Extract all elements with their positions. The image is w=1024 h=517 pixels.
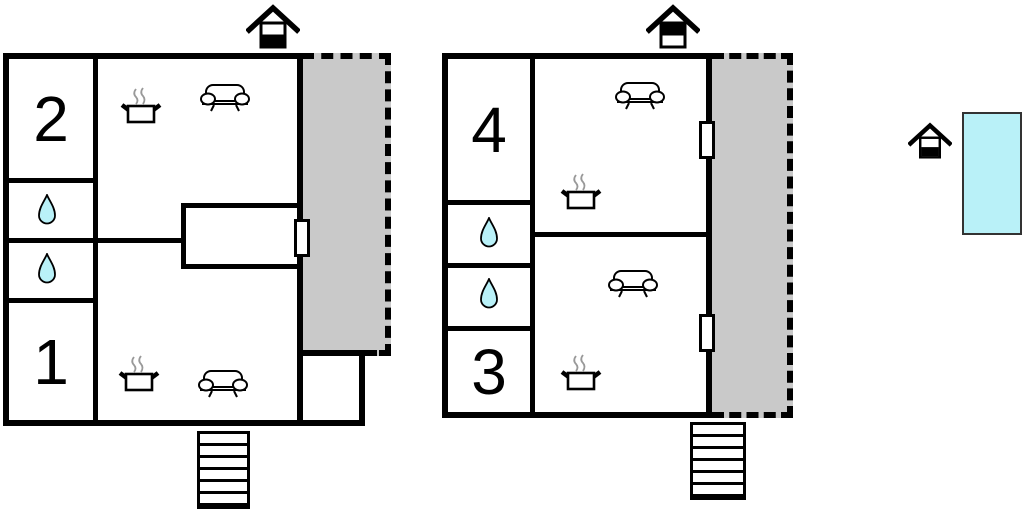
wall: [9, 238, 183, 243]
entrance-ground-icon: [246, 4, 300, 50]
water-drop-icon: [480, 217, 498, 248]
door-icon: [699, 314, 715, 352]
unit-number-label: 1: [33, 325, 69, 398]
wall: [181, 203, 186, 269]
unit-number-label: 4: [471, 94, 507, 166]
wall: [9, 178, 93, 183]
water-drop-icon: [38, 194, 56, 225]
stairs-icon: [197, 431, 250, 509]
sofa-icon: [198, 370, 248, 398]
door-icon: [699, 121, 715, 159]
kitchen-pot-icon: [559, 172, 603, 216]
wall: [9, 298, 93, 303]
wall: [297, 350, 377, 356]
unit-number-label: 3: [471, 335, 507, 408]
kitchen-pot-icon: [559, 353, 603, 397]
sofa-icon: [200, 84, 250, 112]
stairs-icon: [690, 422, 746, 500]
wall: [530, 232, 712, 237]
wall: [448, 263, 530, 268]
entrance-ground-icon: [908, 121, 952, 161]
wall: [448, 200, 530, 205]
swimming-pool: [962, 112, 1022, 235]
water-drop-icon: [38, 253, 56, 284]
wall: [303, 420, 365, 426]
terrace-area-left: [302, 53, 391, 356]
door-icon: [294, 219, 310, 257]
wall: [181, 203, 303, 208]
kitchen-pot-icon: [117, 354, 161, 398]
sofa-icon: [615, 82, 665, 110]
wall: [181, 264, 303, 269]
terrace-area-right: [712, 53, 793, 418]
sofa-icon: [608, 270, 658, 298]
entrance-upper-icon: [646, 4, 700, 50]
kitchen-pot-icon: [119, 86, 163, 130]
water-drop-icon: [480, 278, 498, 309]
wall: [448, 326, 530, 331]
wall: [359, 351, 365, 426]
unit-number-label: 2: [33, 82, 69, 155]
